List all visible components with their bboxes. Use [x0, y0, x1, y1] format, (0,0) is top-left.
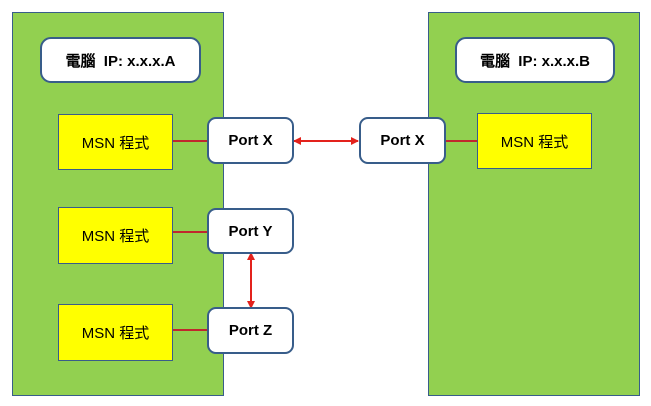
msn-program-a3: MSN 程式: [58, 304, 173, 361]
port-x-b: Port X: [359, 117, 446, 164]
msn-program-a1: MSN 程式: [58, 114, 173, 170]
msn-program-b: MSN 程式: [477, 113, 592, 169]
msn-program-a2: MSN 程式: [58, 207, 173, 264]
port-z-a: Port Z: [207, 307, 294, 354]
port-y-a: Port Y: [207, 208, 294, 254]
computer-a-title: 電腦 IP: x.x.x.A: [40, 37, 201, 83]
port-x-a: Port X: [207, 117, 294, 164]
computer-b-title: 電腦 IP: x.x.x.B: [455, 37, 615, 83]
